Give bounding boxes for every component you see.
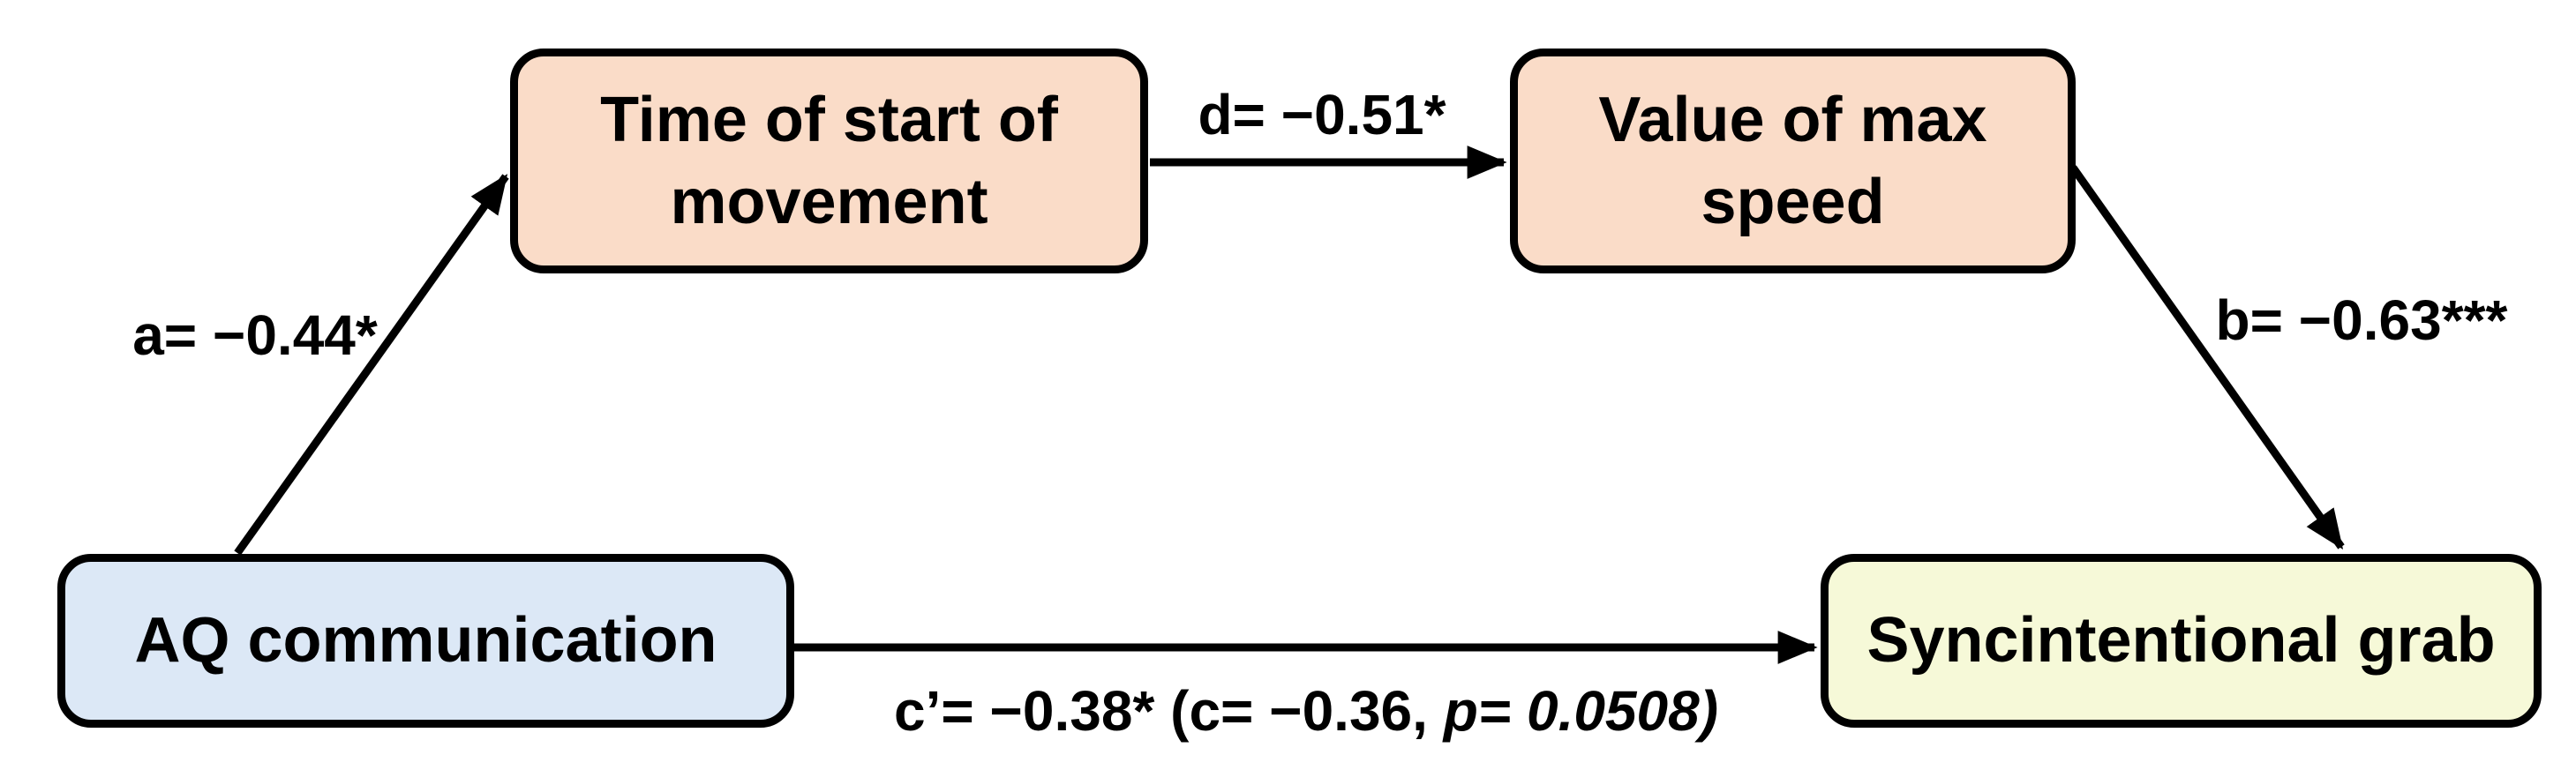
path-a-coefficient-label: a= −0.44* [132, 303, 378, 367]
path-b-coefficient-label: b= −0.63*** [2215, 288, 2508, 352]
node-aq-communication-label: AQ communication [134, 605, 717, 677]
path-d-coefficient-label: d= −0.51* [1198, 83, 1446, 146]
node-time-of-start-of-movement: Time of start of movement [510, 49, 1148, 273]
node-syncintentional-grab: Syncintentional grab [1821, 554, 2542, 728]
path-c-p-value: p= 0.0508) [1443, 679, 1719, 743]
path-b-arrow [2069, 165, 2345, 549]
node-aq-communication: AQ communication [57, 554, 794, 728]
node-time-of-start-of-movement-label: Time of start of movement [600, 85, 1058, 237]
node-value-of-max-speed-label: Value of max speed [1598, 85, 1987, 237]
path-c-coefficient-label: c’= −0.38* (c= −0.36, p= 0.0508) [894, 678, 1718, 744]
node-syncintentional-grab-label: Syncintentional grab [1866, 605, 2496, 677]
path-c-coefficient-main: c’= −0.38* (c= −0.36, [893, 679, 1444, 743]
node-value-of-max-speed: Value of max speed [1510, 49, 2076, 273]
